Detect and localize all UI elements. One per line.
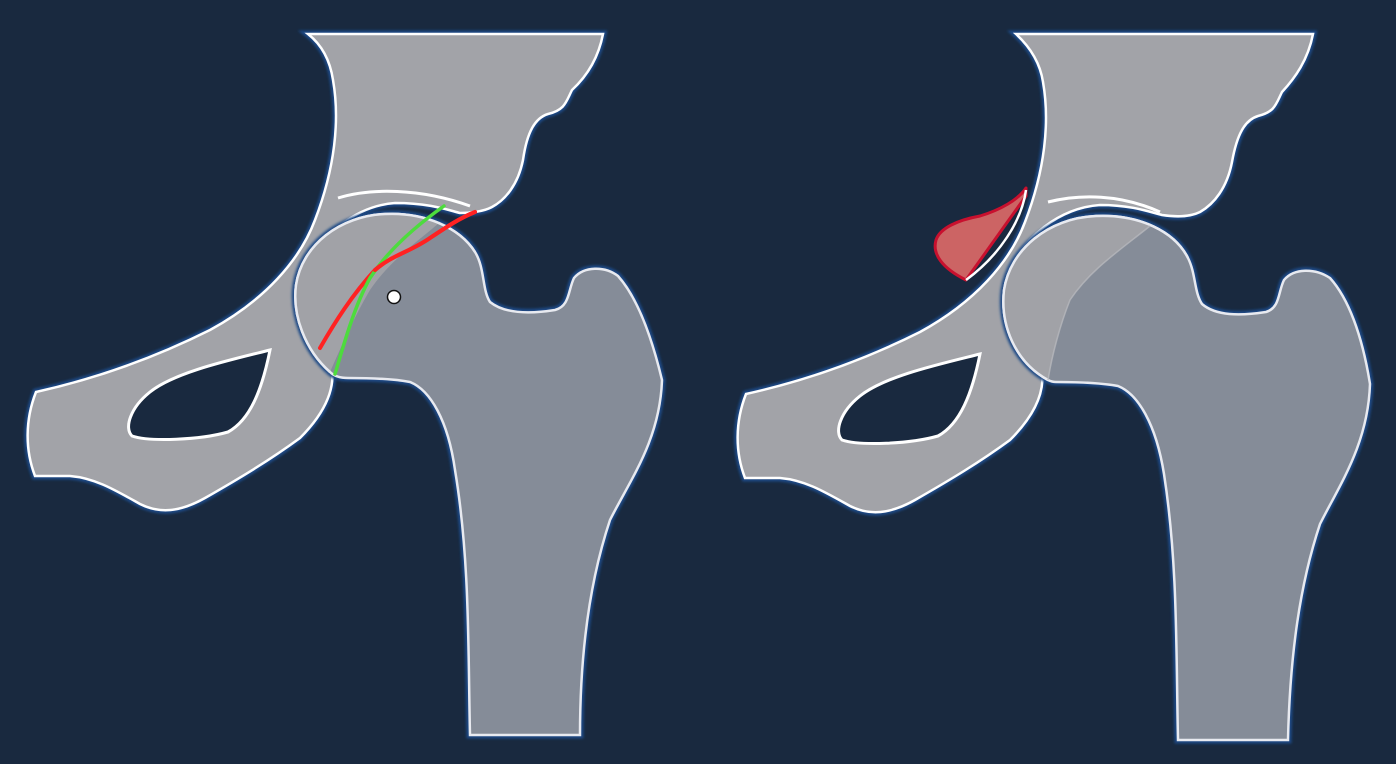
right-femoral-head-outline	[1002, 214, 1190, 382]
right-femur	[999, 212, 1374, 744]
right-obturator-foramen	[837, 351, 982, 445]
left-femoral-head-outline	[294, 212, 477, 373]
left-obturator-foramen	[127, 347, 272, 441]
red-line-overlay	[373, 210, 477, 272]
green-line	[333, 204, 446, 376]
right-bony-prominence-group	[933, 186, 1028, 282]
left-femur	[291, 210, 666, 739]
bony-prominence-base	[965, 189, 1028, 282]
left-hip-panel	[24, 30, 666, 739]
left-acetabular-roof	[337, 189, 471, 208]
right-acetabular-roof	[1047, 195, 1161, 214]
left-pelvis	[24, 30, 608, 514]
right-acetabular-rim-line	[1047, 225, 1151, 381]
center-point	[386, 289, 402, 305]
right-femoral-head-overlap	[1003, 215, 1150, 380]
right-hip-panel	[734, 30, 1374, 744]
bony-prominence	[933, 186, 1028, 282]
right-pelvis	[734, 30, 1318, 516]
